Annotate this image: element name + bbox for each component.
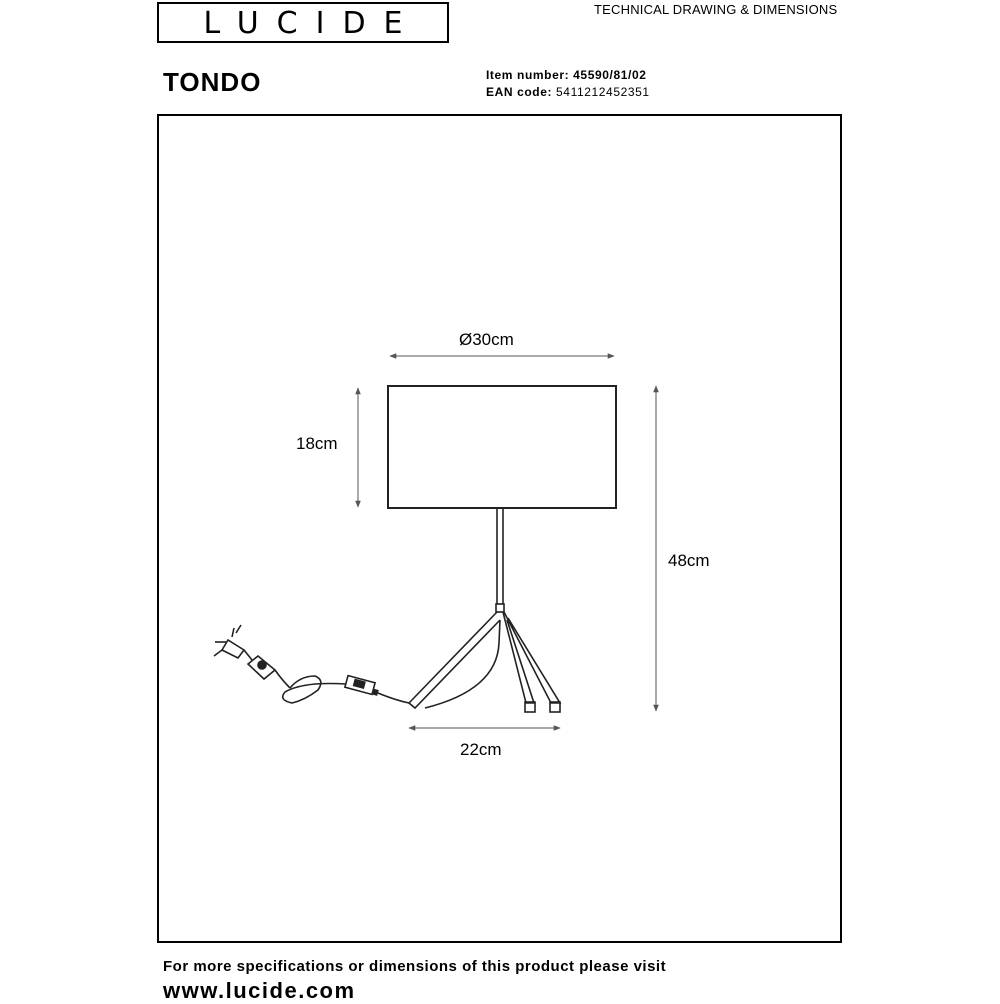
lamp-tripod-base: [407, 611, 562, 713]
header-title: TECHNICAL DRAWING & DIMENSIONS: [594, 2, 838, 17]
dimension-total-height: 48cm: [668, 551, 710, 570]
item-number-colon: :: [564, 68, 574, 82]
dimension-base-width: 22cm: [460, 740, 502, 759]
brand-logo: LUCIDE: [157, 2, 449, 43]
ean-code-row: EAN code: 5411212452351: [486, 85, 650, 99]
ean-code-colon: :: [547, 85, 557, 99]
footer-text: For more specifications or dimensions of…: [163, 958, 667, 975]
footer-website-link[interactable]: www.lucide.com: [163, 978, 356, 1003]
item-number-row: Item number: 45590/81/02: [486, 68, 647, 82]
ean-code-value: 5411212452351: [556, 85, 650, 99]
dimension-shade-height: 18cm: [296, 434, 338, 453]
dimension-shade-diameter: Ø30cm: [459, 330, 514, 349]
brand-logo-text: LUCIDE: [203, 6, 421, 41]
ean-code-label: EAN code: [486, 85, 548, 99]
lamp-shade: [387, 385, 617, 509]
power-cable-with-plug: [213, 624, 410, 704]
item-number-label: Item number: [486, 68, 565, 82]
drawing-frame: [157, 114, 842, 943]
product-name: TONDO: [163, 67, 262, 97]
item-number-value: 45590/81/02: [573, 68, 647, 82]
lamp-stem: [495, 508, 505, 613]
